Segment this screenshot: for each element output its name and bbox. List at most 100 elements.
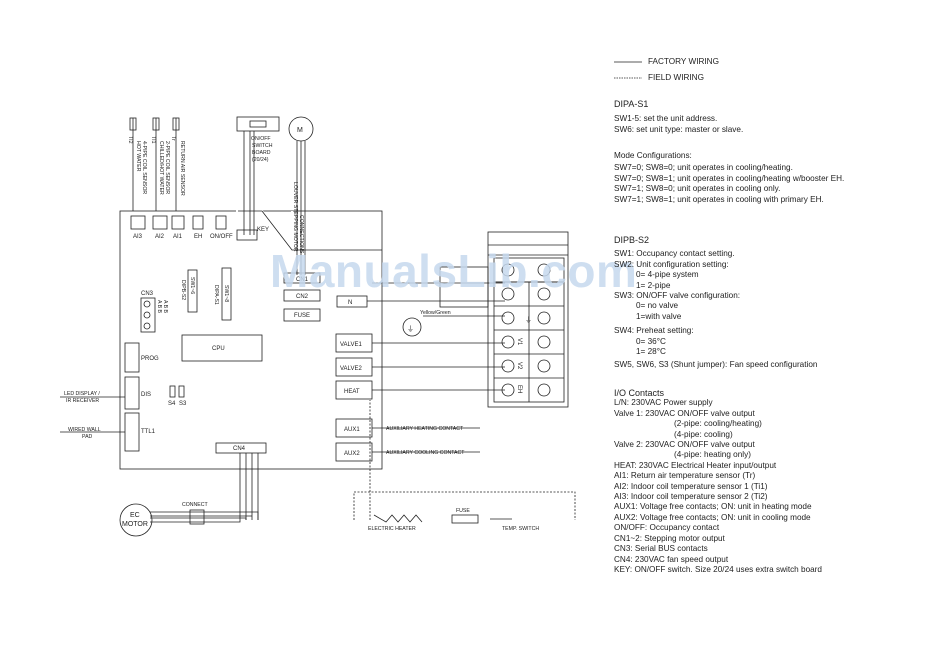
term-ground: ⏚ xyxy=(525,316,532,324)
sensor-ti2-label: TI2 xyxy=(127,136,133,144)
connect-label: CONNECT xyxy=(182,502,208,508)
pad-label: PAD xyxy=(82,434,93,440)
ground-symbol: ⏚ xyxy=(407,325,414,333)
sw16-label: SW1~6 xyxy=(189,277,195,294)
s3-label: S3 xyxy=(179,401,187,407)
motor-label: M xyxy=(297,127,303,134)
mode-section: Mode Configurations: SW7=0; SW8=0; unit … xyxy=(614,151,944,205)
dipa-label: DIPA-S1 xyxy=(213,285,219,305)
dipa-section: DIPA-S1 SW1-5: set the unit address. SW6… xyxy=(614,99,944,135)
sensor-return-label: RETURN AIR SENSOR xyxy=(179,141,185,196)
io-title: I/O Contacts xyxy=(614,388,665,398)
heat-label: HEAT xyxy=(344,389,360,395)
io-section: I/O Contacts L/N: 230VAC Power supply Va… xyxy=(614,388,944,575)
led-display-label: LED DISPLAY / xyxy=(64,391,100,397)
valve2-label: VALVE2 xyxy=(340,366,362,372)
io-rest-7: CN1~2: Stepping motor output xyxy=(614,533,725,543)
connector-ai2: AI2 xyxy=(155,234,165,240)
dipb-section: DIPB-S2 SW1: Occupancy contact setting. … xyxy=(614,235,944,371)
ec-label: EC xyxy=(130,512,140,519)
legend-field-wiring: FIELD WIRING xyxy=(648,73,704,82)
io-v1-sub-0: (2-pipe: cooling/heating) xyxy=(674,419,762,429)
io-rest-4: AUX1: Voltage free contacts; ON: unit in… xyxy=(614,502,812,512)
dis-label: DIS xyxy=(141,392,151,398)
s4-label: S4 xyxy=(168,401,176,407)
io-v2: Valve 2: 230VAC ON/OFF valve output xyxy=(614,440,755,450)
io-rest-5: AUX2: Voltage free contacts; ON: unit in… xyxy=(614,512,811,522)
cn3-label: CN3 xyxy=(141,291,154,297)
dipb-sw4: SW4: Preheat setting: xyxy=(614,326,694,336)
dipa-line-1: SW1-5: set the unit address. xyxy=(614,114,718,124)
dipa-line-2: SW6: set unit type: master or slave. xyxy=(614,124,744,134)
sensor-chilled-label: CHILLED/HOT WATER xyxy=(158,141,164,195)
n-label: N xyxy=(348,300,352,306)
aux2-label: AUX2 xyxy=(344,451,360,457)
io-line-0: L/N: 230VAC Power supply xyxy=(614,398,713,408)
io-v1-sub-1: (4-pipe: cooling) xyxy=(674,429,733,439)
mode-line-4: SW7=1; SW8=1; unit operates in cooling w… xyxy=(614,194,824,204)
dipb-sw5: SW5, SW6, S3 (Shunt jumper): Fan speed c… xyxy=(614,360,818,370)
cn2-label: CN2 xyxy=(296,294,309,300)
term-v2: V2 xyxy=(516,362,522,370)
io-rest-9: CN4: 230VAC fan speed output xyxy=(614,554,729,564)
valve1-label: VALVE1 xyxy=(340,342,362,348)
prog-label: PROG xyxy=(141,356,159,362)
dipb-title: DIPB-S2 xyxy=(614,235,650,245)
io-rest-0: HEAT: 230VAC Electrical Heater input/out… xyxy=(614,460,777,470)
mode-line-3: SW7=1; SW8=0; unit operates in cooling o… xyxy=(614,184,781,194)
wired-wall-label: WIRED WALL xyxy=(68,427,101,433)
switch-board-label-3: BOARD xyxy=(252,150,271,156)
cn4-label: CN4 xyxy=(233,446,246,452)
sensor-hot-water-label: HOT WATER xyxy=(135,141,141,172)
dipb-label: DIPB-S2 xyxy=(180,280,186,300)
cn1-label: CN1 xyxy=(296,277,309,283)
aux-heating-label: AUXILIARY HEATING CONTACT xyxy=(386,426,464,432)
fuse-board-label: FUSE xyxy=(294,313,310,319)
stepping-motor-label: LOUVER STEPPING MOTOR xyxy=(292,182,298,252)
dipb-sw3-opt-0: 0= no valve xyxy=(636,301,679,311)
mode-title: Mode Configurations: xyxy=(614,151,692,160)
switch-board-label-4: (20/24) xyxy=(252,157,269,163)
yellow-green-label: Yellow/Green xyxy=(420,310,451,316)
dipb-sw2-opt-0: 0= 4-pipe system xyxy=(636,270,699,280)
dipb-sw4-opt-0: 0= 36°C xyxy=(636,336,666,346)
switch-board-label-2: SWITCH xyxy=(252,143,273,149)
electric-heater-label: ELECTRIC HEATER xyxy=(368,526,416,532)
mode-line-2: SW7=0; SW8=1; unit operates in cooling/h… xyxy=(614,173,845,183)
fuse-label: FUSE xyxy=(456,508,470,514)
ir-receiver-label: IR RECEIVER xyxy=(66,398,99,404)
key-label: KEY xyxy=(257,227,269,233)
connector-eh: EH xyxy=(194,234,202,240)
mode-line-1: SW7=0; SW8=0; unit operates in cooling/h… xyxy=(614,163,793,173)
ttl-label: TTL1 xyxy=(141,429,156,435)
io-v2-sub-0: (4-pipe: heating only) xyxy=(674,450,751,460)
dipb-sw2: SW2: Unit configuration setting: xyxy=(614,259,729,269)
aux1-label: AUX1 xyxy=(344,427,360,433)
dipb-sw3-opt-1: 1=with valve xyxy=(636,311,682,321)
connector-ai3: AI3 xyxy=(133,234,143,240)
io-rest-10: KEY: ON/OFF switch. Size 20/24 uses extr… xyxy=(614,564,822,574)
io-rest-3: AI3: Indoor coil temperature sensor 2 (T… xyxy=(614,492,768,502)
io-rest-1: AI1: Return air temperature sensor (Tr) xyxy=(614,471,756,481)
aux-cooling-label: AUXILIARY COOLING CONTACT xyxy=(386,450,465,456)
connector-ai1: AI1 xyxy=(173,234,183,240)
io-line-1: Valve 1: 230VAC ON/OFF valve output xyxy=(614,408,755,418)
io-rest-8: CN3: Serial BUS contacts xyxy=(614,544,708,554)
legend-factory-wiring: FACTORY WIRING xyxy=(648,57,719,66)
term-v1: V1 xyxy=(516,338,522,346)
sensor-coil4-label: 4-PIPE COIL SENSOR xyxy=(141,141,147,194)
cn3-pins: A B B xyxy=(156,300,162,314)
stepping-connections-label: CONNECTIONS xyxy=(298,215,304,254)
dipb-sw4-opt-1: 1= 28°C xyxy=(636,347,666,357)
dipb-sw3: SW3: ON/OFF valve configuration: xyxy=(614,291,741,301)
io-rest-6: ON/OFF: Occupancy contact xyxy=(614,523,720,533)
cn3-pins-2: A B B xyxy=(162,300,168,314)
dipb-sw1: SW1: Occupancy contact setting. xyxy=(614,249,735,259)
sensor-coil2-label: 2-PIPE COIL SENSOR xyxy=(164,141,170,194)
dipb-sw2-opt-1: 1= 2-pipe xyxy=(636,280,671,290)
temp-switch-label: TEMP. SWITCH xyxy=(502,526,539,532)
sensor-tr-label: Tr xyxy=(170,136,176,141)
connector-onoff: ON/OFF xyxy=(210,234,233,240)
io-rest-2: AI2: Indoor coil temperature sensor 1 (T… xyxy=(614,481,768,491)
